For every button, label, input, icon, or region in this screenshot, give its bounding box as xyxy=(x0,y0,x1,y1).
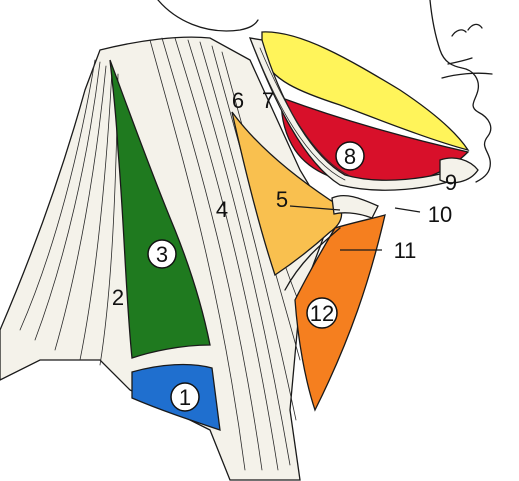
label-11: 11 xyxy=(394,238,417,263)
label-10: 10 xyxy=(428,202,452,227)
label-12: 12 xyxy=(307,298,337,328)
label-6: 6 xyxy=(232,88,244,113)
label-9: 9 xyxy=(445,170,457,195)
label-8: 8 xyxy=(336,142,364,170)
label-3: 3 xyxy=(148,240,176,268)
svg-text:12: 12 xyxy=(310,301,334,326)
label-4: 4 xyxy=(216,197,228,222)
svg-text:3: 3 xyxy=(156,242,168,267)
svg-text:1: 1 xyxy=(179,385,191,410)
label-2: 2 xyxy=(112,285,124,310)
label-5: 5 xyxy=(276,187,288,212)
label-7: 7 xyxy=(262,88,274,113)
label-1: 1 xyxy=(171,383,199,411)
svg-text:8: 8 xyxy=(344,144,356,169)
